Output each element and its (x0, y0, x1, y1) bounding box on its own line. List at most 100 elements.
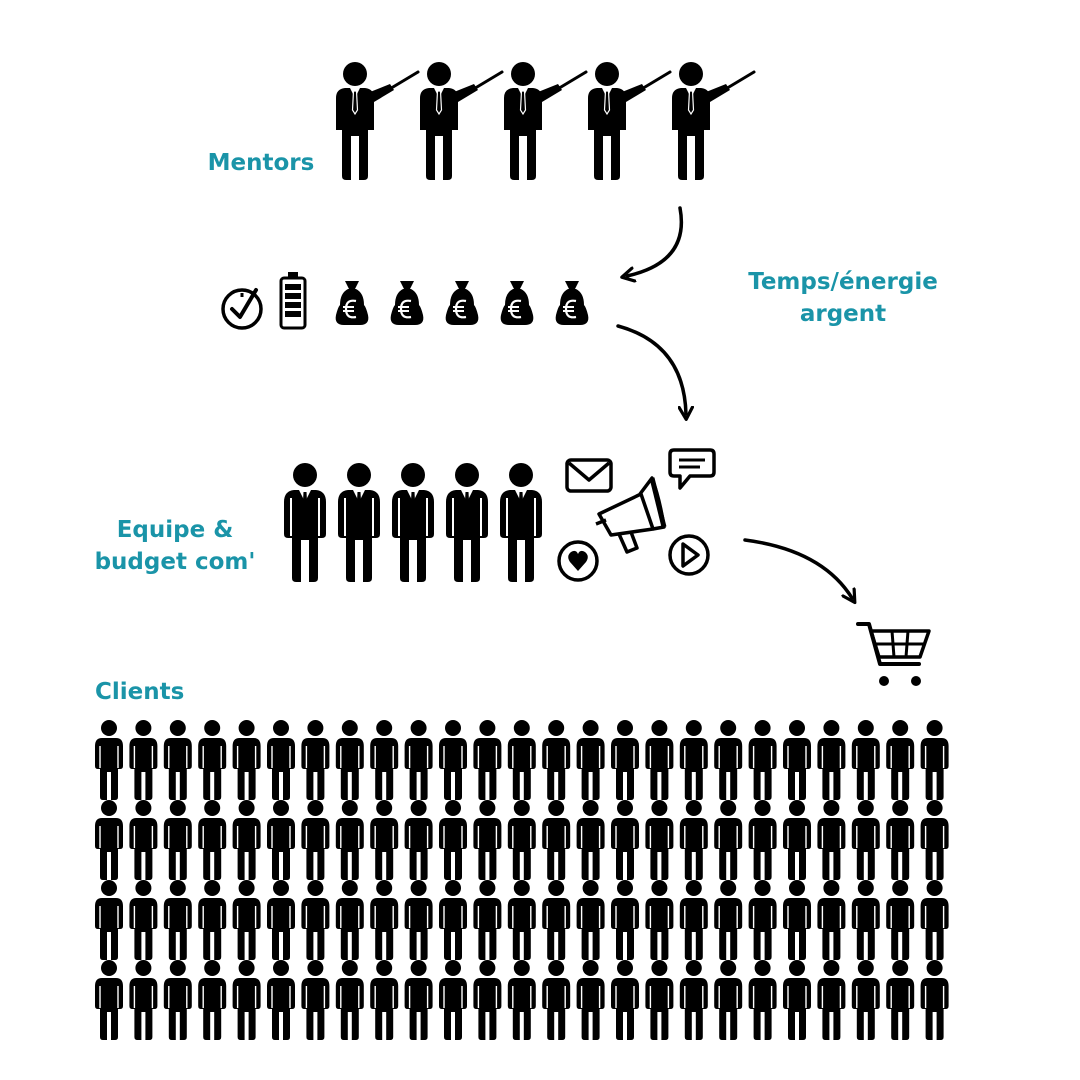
client-icon (782, 720, 812, 800)
client-icon (747, 960, 778, 1040)
client-icon (300, 720, 331, 800)
client-icon (300, 960, 331, 1040)
client-icon (507, 720, 537, 800)
client-icon (507, 800, 537, 880)
client-icon (197, 720, 227, 800)
client-icon (713, 960, 743, 1040)
client-icon (197, 880, 227, 960)
client-icon (197, 800, 227, 880)
battery-icon (279, 272, 307, 330)
arrow-icon (743, 538, 852, 598)
client-icon (507, 960, 537, 1040)
client-icon (919, 880, 950, 960)
client-icon (163, 720, 193, 800)
client-icon (679, 800, 709, 880)
client-icon (507, 880, 537, 960)
mentors-group (334, 60, 756, 180)
client-icon (610, 720, 640, 800)
play-icon (668, 534, 710, 576)
client-icon (266, 800, 296, 880)
client-icon (369, 720, 399, 800)
client-icon (369, 960, 399, 1040)
team-label-line2: budget com' (94, 549, 256, 575)
mail-icon (565, 458, 613, 493)
team-member-icon (391, 462, 435, 582)
client-icon (335, 720, 365, 800)
client-icon (713, 800, 743, 880)
client-icon (782, 800, 812, 880)
mentor-icon (334, 60, 420, 180)
client-icon (851, 880, 881, 960)
client-icon (403, 720, 434, 800)
mentors-label: Mentors (207, 150, 315, 176)
client-icon (541, 960, 571, 1040)
client-icon (335, 800, 365, 880)
client-icon (94, 960, 124, 1040)
client-icon (816, 880, 847, 960)
client-icon (851, 960, 881, 1040)
money-bag-icon (444, 279, 480, 327)
client-icon (816, 800, 847, 880)
mentor-icon (502, 60, 588, 180)
client-icon (851, 800, 881, 880)
client-icon (541, 800, 571, 880)
client-icon (713, 880, 743, 960)
client-icon (644, 880, 675, 960)
client-icon (747, 800, 778, 880)
client-icon (885, 880, 915, 960)
client-icon (919, 960, 950, 1040)
client-icon (197, 960, 227, 1040)
client-icon (851, 720, 881, 800)
shopping-cart-icon (856, 622, 931, 686)
client-icon (128, 880, 159, 960)
clock-check-icon (221, 288, 263, 330)
clients-group (94, 720, 950, 1040)
resources-label-line1: Temps/énergie (748, 269, 938, 295)
team-member-icon (445, 462, 489, 582)
resources-label-line2: argent (799, 301, 887, 327)
client-icon (541, 880, 571, 960)
mentor-icon (586, 60, 672, 180)
client-icon (438, 880, 468, 960)
client-icon (679, 960, 709, 1040)
client-icon (782, 880, 812, 960)
client-icon (472, 800, 503, 880)
client-icon (747, 720, 778, 800)
money-bag-icon (499, 279, 535, 327)
client-icon (231, 800, 262, 880)
mentor-icon (670, 60, 756, 180)
client-icon (438, 720, 468, 800)
team-label-line1: Equipe & (116, 517, 234, 543)
client-icon (782, 960, 812, 1040)
resources-label: Temps/énergie argent (725, 266, 961, 330)
client-icon (231, 960, 262, 1040)
team-member-icon (499, 462, 543, 582)
client-icon (644, 720, 675, 800)
client-icon (919, 720, 950, 800)
client-icon (403, 800, 434, 880)
client-icon (644, 800, 675, 880)
client-icon (575, 800, 606, 880)
team-member-icon (283, 462, 327, 582)
client-icon (816, 960, 847, 1040)
client-icon (94, 800, 124, 880)
client-icon (231, 880, 262, 960)
team-group (283, 462, 543, 582)
client-icon (403, 880, 434, 960)
mentor-icon (418, 60, 504, 180)
team-member-icon (337, 462, 381, 582)
client-icon (163, 880, 193, 960)
client-icon (335, 880, 365, 960)
client-icon (94, 880, 124, 960)
client-icon (472, 880, 503, 960)
client-icon (335, 960, 365, 1040)
money-bag-icon (554, 279, 590, 327)
client-icon (472, 720, 503, 800)
client-icon (713, 720, 743, 800)
money-bag-icon (389, 279, 425, 327)
client-icon (163, 800, 193, 880)
client-icon (266, 960, 296, 1040)
client-icon (610, 880, 640, 960)
client-icon (885, 720, 915, 800)
